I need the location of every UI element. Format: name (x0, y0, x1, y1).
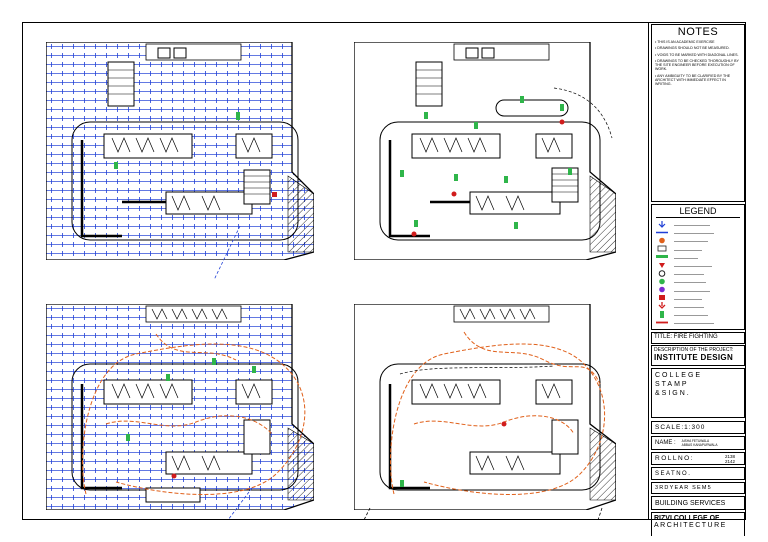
drain-icon (656, 321, 668, 324)
college-stamp-box: COLLEGE STAMP &SIGN. (651, 368, 745, 418)
year-semester: 3RDYEAR SEM5 (655, 485, 712, 491)
legend-row (655, 310, 744, 318)
description-label: DESCRIPTION OF THE PROJECT: (654, 347, 734, 353)
seat-label: SEATNO. (655, 470, 692, 477)
pipe-line-icon (656, 231, 668, 234)
year-semester-box: 3RDYEAR SEM5 (651, 482, 745, 494)
plan-bottom-left-sprinklers-routes (46, 304, 314, 510)
legend-row (655, 326, 744, 330)
legend-box: LEGEND (651, 204, 745, 330)
legend-row (655, 220, 744, 228)
legend-row (655, 236, 744, 244)
seat-number-box: SEATNO. (651, 467, 745, 480)
name-label: NAME : (655, 440, 676, 446)
note-item: • DRAWINGS TO BE CHECKED THOROUGHLY BY T… (655, 58, 739, 72)
roll-number-box: ROLLNO: 2138 2142 (651, 452, 745, 465)
drawing-title: TITLE: FIRE FIGHTING (654, 334, 718, 340)
legend-row (655, 261, 744, 269)
subject-box: BUILDING SERVICES (651, 496, 745, 510)
project-name: INSTITUTE DESIGN (654, 353, 734, 362)
roll-number-2: 2142 (724, 458, 735, 464)
drawings-area (22, 22, 648, 520)
name-box: NAME : AISHA FETUWALA ABBAS KANAPURWALA (651, 436, 745, 450)
legend-row (655, 318, 744, 326)
college-name-line-1: RIZVI COLLEGE OF (654, 515, 720, 522)
extinguisher-bar-icon (656, 255, 668, 259)
plan-top-left-sprinklers (46, 42, 314, 260)
note-item: • THIS IS AN ACADEMIC EXERCISE (655, 40, 715, 44)
student-name-1: AISHA FETUWALA (681, 439, 710, 443)
note-item: • DRAWINGS SHOULD NOT BE MEASURED. (655, 46, 730, 51)
roll-number-1: 2138 (724, 453, 735, 459)
riser-connector-lines (213, 225, 603, 520)
siamese-connection-icon (659, 295, 665, 301)
note-item: • ANY AMBIGUITY TO BE CLARIFIED BY THE A… (655, 73, 731, 87)
pump-icon (659, 286, 665, 293)
legend-row (655, 294, 744, 302)
drawing-sheet-border (22, 22, 746, 520)
college-name-box: RIZVI COLLEGE OF ARCHITECTURE (651, 512, 745, 536)
sprinkler-arrow-icon (658, 220, 666, 228)
scale-label: SCALE:1:300 (655, 424, 706, 431)
hydrant-icon (658, 269, 666, 277)
exit-arrow-icon (658, 302, 666, 310)
college-name-line-2: ARCHITECTURE (654, 522, 727, 529)
legend-row (655, 286, 744, 294)
fire-alarm-icon (659, 262, 665, 268)
legend-row (655, 253, 744, 261)
riser-icon (660, 310, 664, 318)
plan-bottom-right-escape-routes (354, 304, 616, 510)
legend-row (655, 228, 744, 236)
plan-top-right-extinguishers (354, 42, 616, 260)
project-description-box: DESCRIPTION OF THE PROJECT: INSTITUTE DE… (651, 345, 745, 366)
student-name-2: ABBAS KANAPURWALA (681, 443, 718, 447)
smoke-detector-icon (659, 237, 665, 244)
roll-label: ROLLNO: (655, 455, 695, 462)
legend-row (655, 245, 744, 253)
valve-icon (659, 278, 665, 285)
legend-row (655, 302, 744, 310)
subject-name: BUILDING SERVICES (655, 499, 726, 507)
legend-row (655, 269, 744, 277)
legend-title: LEGEND (679, 206, 717, 216)
hose-reel-icon (657, 245, 667, 252)
note-item: • VOIDS TO BE MARKED WITH DIAGONAL LINES… (655, 52, 739, 57)
scale-box: SCALE:1:300 (651, 421, 745, 434)
legend-row (655, 277, 744, 285)
drawing-title-box: TITLE: FIRE FIGHTING (651, 332, 745, 344)
title-block: NOTES • THIS IS AN ACADEMIC EXERCISE • D… (648, 22, 746, 536)
escape-route-icon (656, 327, 668, 330)
college-stamp-label: COLLEGE STAMP &SIGN. (655, 372, 703, 397)
notes-box: NOTES • THIS IS AN ACADEMIC EXERCISE • D… (651, 24, 745, 202)
notes-title: NOTES (677, 26, 719, 38)
